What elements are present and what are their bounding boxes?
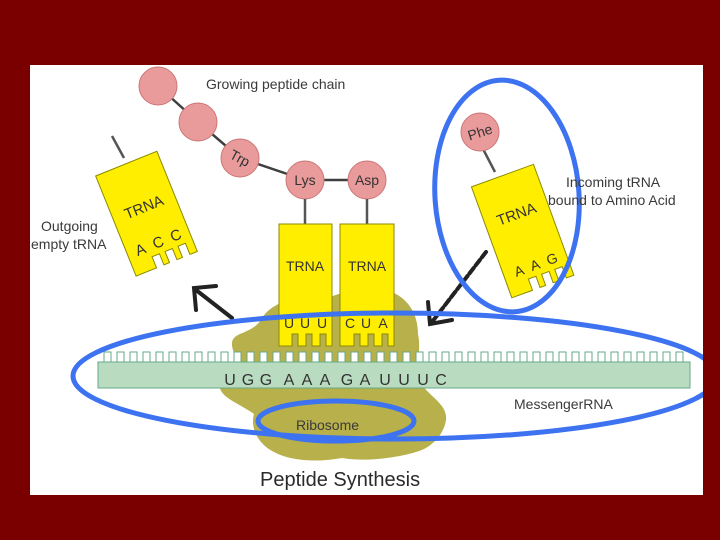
mrna-tooth [480,351,489,363]
mrna-tooth [311,351,320,363]
mrna-tooth [363,351,372,363]
mrna-tooth [129,351,138,363]
mrna-highlight-ellipse [70,310,703,442]
lys-label: Lys [294,172,315,188]
mrna-tooth [571,351,580,363]
mrna-tooth [324,351,333,363]
outgoing-label-line1: Outgoing [41,218,98,234]
mrna-codons: U G G A A A G A U U U C [224,372,447,389]
page-title: Peptide Synthesis [260,469,421,491]
exit-arrow [191,284,234,320]
mrna-tooth [402,351,411,363]
mrna-tooth [376,351,385,363]
mrna-tooth [181,351,190,363]
trna-site-2: TRNA C U A [339,223,395,347]
highlight-marks [70,77,703,444]
trna-site-1: TRNA U U U [278,223,333,347]
mrna-tooth [584,351,593,363]
mrna-base: A [360,372,371,389]
mrna-tooth [337,351,346,363]
mrna-base: U [417,372,429,389]
mrna-tooth [168,351,177,363]
mrna-base: A [320,372,331,389]
amino-acid-trp [220,138,260,178]
mrna-label: MessengerRNA [514,396,613,412]
site1-trna-label: TRNA [286,258,325,274]
amino-acid-phe [460,112,500,152]
mrna-tooth [155,351,164,363]
mrna-tooth [636,351,645,363]
mrna-tooth [493,351,502,363]
site1-anticodon-2: U [300,315,310,331]
mrna-tooth [142,351,151,363]
mrna-tooth [545,351,554,363]
incoming-highlight-ellipse [432,77,582,315]
asp-label: Asp [355,172,379,188]
site2-anticodon-2: U [361,315,371,331]
entry-arrow-head [426,300,454,327]
mrna-tooth [532,351,541,363]
mrna-strand [97,351,691,389]
mrna-tooth [610,351,619,363]
mrna-base: C [435,372,447,389]
mrna-tooth [272,351,281,363]
peptide-synthesis-diagram: Trp Lys Asp TRNA A C C TRNA U U U [70,66,703,461]
mrna-tooth [662,351,671,363]
ribosome-highlight-ellipse [255,398,417,444]
mrna-tooth [597,351,606,363]
mrna-base: U [224,372,236,389]
outgoing-label-line2: empty tRNA [31,236,107,252]
site1-anticodon-1: U [284,315,294,331]
mrna-tooth [454,351,463,363]
incoming-anticodon-3: G [544,249,560,268]
mrna-tooth [233,351,242,363]
mrna-tooth [467,351,476,363]
mrna-tooth [350,351,359,363]
mrna-tooth [675,351,684,363]
mrna-tooth [519,351,528,363]
mrna-tooth [220,351,229,363]
ribosome-label: Ribosome [296,417,360,433]
mrna-base: A [284,372,295,389]
incoming-trna: TRNA A A G [470,163,575,299]
mrna-tooth [116,351,125,363]
mrna-tooth [415,351,424,363]
mrna-tooth [441,351,450,363]
mrna-tooth [285,351,294,363]
mrna-tooth [558,351,567,363]
mrna-tooth [194,351,203,363]
mrna-base: G [341,372,353,389]
mrna-base: U [379,372,391,389]
mrna-tooth [389,351,398,363]
site1-anticodon-3: U [317,315,327,331]
mrna-tooth [246,351,255,363]
growing-chain-label: Growing peptide chain [206,76,346,92]
mrna-tooth [649,351,658,363]
diagram-panel: Trp Lys Asp TRNA A C C TRNA U U U [30,65,703,495]
mrna-tooth [298,351,307,363]
trna-stems [110,135,497,225]
outgoing-trna: TRNA A C C [95,150,198,277]
site2-trna-label: TRNA [348,258,387,274]
mrna-tooth [103,351,112,363]
mrna-base: G [242,372,254,389]
incoming-label-line1: Incoming tRNA [566,174,661,190]
mrna-tooth [207,351,216,363]
site2-anticodon-1: C [345,315,355,331]
mrna-base: G [260,372,272,389]
incoming-label-line2: bound to Amino Acid [548,192,676,208]
amino-acid-bead [138,66,178,106]
site2-anticodon-3: A [378,315,388,331]
amino-acid-bead [178,102,218,142]
mrna-tooth [623,351,632,363]
mrna-base: U [398,372,410,389]
phe-label: Phe [466,120,495,143]
mrna-tooth [428,351,437,363]
mrna-base: A [302,372,313,389]
entry-arrow [430,250,488,324]
mrna-tooth [259,351,268,363]
mrna-tooth [506,351,515,363]
